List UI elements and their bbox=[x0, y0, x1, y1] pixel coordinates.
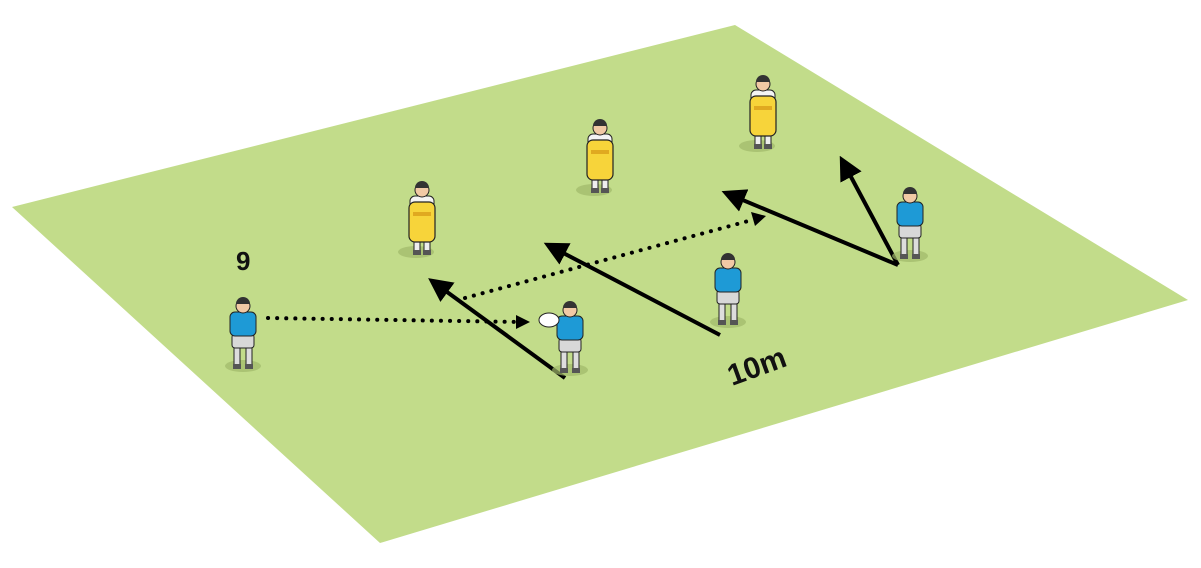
pass-arrowhead bbox=[516, 315, 530, 329]
run-arrow bbox=[428, 278, 567, 380]
run-arrow bbox=[543, 242, 721, 337]
pass-arrow bbox=[266, 316, 524, 324]
pass-arrowhead bbox=[751, 212, 766, 226]
pass-lines bbox=[266, 218, 754, 324]
rugby-ball bbox=[538, 312, 560, 328]
run-lines bbox=[428, 155, 900, 380]
run-arrow bbox=[839, 155, 900, 266]
run-arrow bbox=[721, 189, 899, 267]
pitch bbox=[12, 25, 1188, 543]
scrumhalf-number-label: 9 bbox=[236, 246, 250, 276]
